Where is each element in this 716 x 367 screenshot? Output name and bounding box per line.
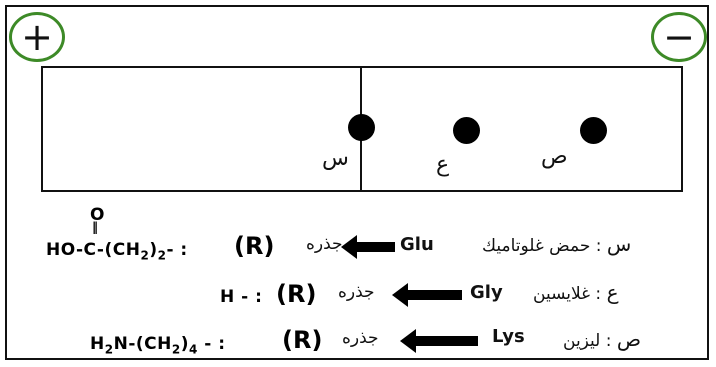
diagram-frame [5,5,709,360]
legend-fragment-lys: جذره [342,328,379,348]
spot-label-ain: ع [436,152,450,177]
spot-sad [580,117,607,144]
arrow-glu [341,235,395,259]
legend-r-lys: (R) [282,326,323,354]
electrophoresis-gel [41,66,683,192]
legend-name: ليزين [563,331,601,351]
legend-fragment-glu: جذره [306,234,343,254]
legend-code-gly: Gly [470,282,503,303]
spot-label-sad: ص [541,144,568,169]
spot-ain [453,117,480,144]
spot-s [348,114,375,141]
legend-row-lys: ص : ليزين [563,327,642,351]
arrow-gly [392,283,462,307]
formula-glu: HO-C-(CH2)2- : [46,240,188,263]
positive-electrode: + [9,12,65,62]
legend-letter: س [606,232,632,256]
arrow-lys [400,329,478,353]
legend-code-lys: Lys [492,326,525,347]
formula-lys: H2N-(CH2)4 - : [90,334,226,357]
legend-code-glu: Glu [400,234,434,255]
legend-name: حمض غلوتاميك [482,236,591,256]
carbonyl-oxygen: O [90,205,105,225]
formula-gly: H - : [220,287,263,307]
legend-name: غلايسين [533,284,591,304]
legend-letter: ع [606,280,619,304]
positive-symbol: + [21,15,53,59]
legend-fragment-gly: جذره [338,282,375,302]
carbonyl-double-bond: ‖ [92,220,98,234]
legend-letter: ص [616,327,642,351]
legend-row-gly: ع : غلايسين [533,280,619,304]
spot-label-s: س [322,146,349,171]
negative-symbol: − [663,15,695,59]
legend-r-glu: (R) [234,232,275,260]
negative-electrode: − [651,12,707,62]
legend-r-gly: (R) [276,280,317,308]
legend-row-glu: س : حمض غلوتاميك [482,232,632,256]
